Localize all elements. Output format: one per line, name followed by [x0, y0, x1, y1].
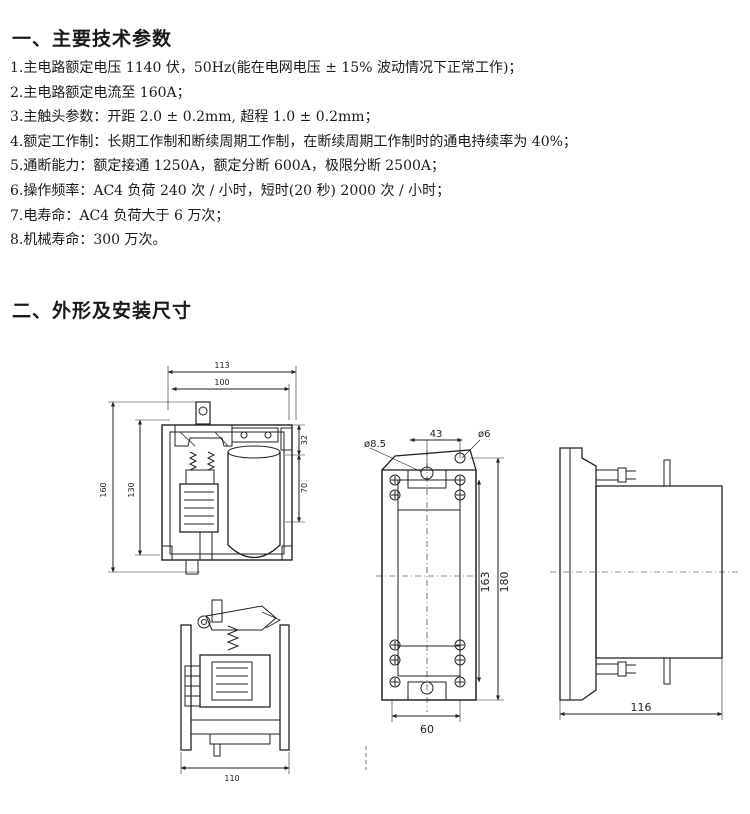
section-heading-dimensions: 二、外形及安装尺寸 — [12, 300, 193, 322]
profile-view-drawing — [550, 447, 740, 720]
parameter-item: 8.机械寿命：300 万次。 — [10, 232, 167, 249]
dim-label: 60 — [420, 723, 434, 736]
dim-label: 160 — [99, 482, 108, 497]
dim-label: 100 — [214, 378, 229, 387]
parameter-item: 6.操作频率：AC4 负荷 240 次 / 小时，短时(20 秒) 2000 次… — [10, 182, 451, 199]
parameter-item: 4.额定工作制：长期工作制和断续周期工作制，在断续周期工作制时的通电持续率为 4… — [10, 133, 577, 150]
parameter-item: 3.主触头参数：开距 2.0 ± 0.2mm, 超程 1.0 ± 0.2mm； — [10, 109, 379, 126]
parameter-list: 1.主电路额定电压 1140 伏，50Hz(能在电网电压 ± 15% 波动情况下… — [10, 56, 577, 253]
dim-label: 70 — [300, 483, 309, 493]
section-heading-parameters: 一、主要技术参数 — [12, 28, 173, 50]
dim-label: ø6 — [478, 429, 490, 440]
parameter-item: 5.通断能力：额定接通 1250A，额定分断 600A，极限分断 2500A； — [10, 158, 446, 175]
dim-label: 180 — [498, 572, 511, 593]
dim-label: 163 — [479, 572, 492, 593]
dim-label: 110 — [224, 774, 239, 783]
parameter-item: 7.电寿命：AC4 负荷大于 6 万次； — [10, 207, 230, 224]
dim-label: 130 — [127, 482, 136, 497]
dim-label: 116 — [631, 701, 652, 714]
dim-label: 113 — [214, 361, 229, 370]
mount-plate-drawing — [365, 438, 504, 770]
parameter-item: 1.主电路额定电压 1140 伏，50Hz(能在电网电压 ± 15% 波动情况下… — [10, 60, 523, 76]
dim-label: 32 — [300, 435, 309, 445]
front-view-drawing — [108, 366, 305, 575]
side-view-drawing — [180, 599, 290, 774]
dim-label: 43 — [430, 429, 443, 440]
parameter-item: 2.主电路额定电流至 160A； — [10, 84, 191, 101]
dim-label: ø8.5 — [364, 439, 386, 450]
